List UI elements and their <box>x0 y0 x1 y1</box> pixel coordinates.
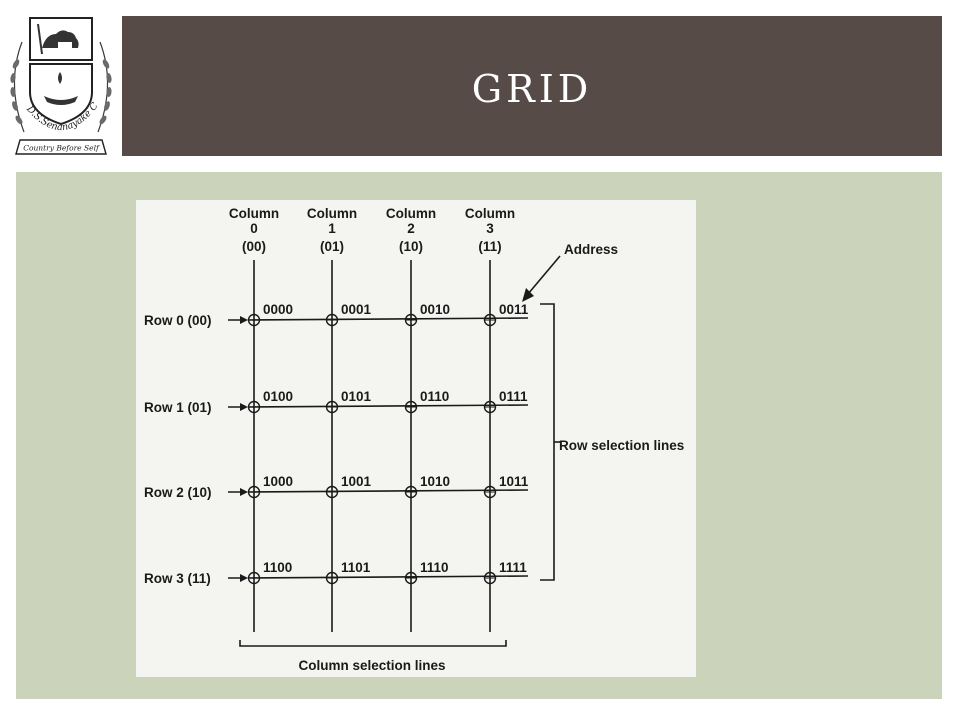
column-header-index: 1 <box>328 221 336 236</box>
row-label: Row 1 (01) <box>144 400 212 415</box>
row-selection-line <box>247 404 529 408</box>
cell-address: 1101 <box>341 560 371 575</box>
column-header-label: Column <box>465 206 515 221</box>
cell-address: 0110 <box>420 389 449 404</box>
row-selection-line <box>247 489 529 493</box>
row-label: Row 0 (00) <box>144 313 212 328</box>
cell-address: 1001 <box>341 474 372 489</box>
row-selection-label: Row selection lines <box>559 438 684 453</box>
cell-address: 1111 <box>499 560 527 575</box>
column-selection-bracket <box>239 640 507 647</box>
college-crest-icon: D.S.Senanayake College Country Before Se… <box>0 6 112 155</box>
crest-motto: Country Before Self <box>23 144 100 153</box>
row-arrowhead <box>240 574 248 582</box>
column-header-label: Column <box>307 206 357 221</box>
column-header-code: (01) <box>320 239 344 254</box>
cell-address: 1110 <box>420 560 449 575</box>
college-crest-logo: D.S.Senanayake College Country Before Se… <box>0 6 120 160</box>
cell-address: 0111 <box>499 389 528 404</box>
row-label: Row 2 (10) <box>144 485 212 500</box>
cell-address: 0010 <box>420 302 450 317</box>
column-header-label: Column <box>229 206 279 221</box>
column-header-code: (11) <box>478 239 501 254</box>
cell-address: 1000 <box>263 474 293 489</box>
row-selection-bracket <box>540 303 555 581</box>
slide-title-bar: GRID <box>122 16 942 156</box>
row-arrowhead <box>240 488 248 496</box>
slide-title: GRID <box>471 67 593 111</box>
cell-address: 1100 <box>263 560 292 575</box>
cell-address: 0000 <box>263 302 293 317</box>
cell-address: 0001 <box>341 302 372 317</box>
column-header-index: 0 <box>250 221 258 236</box>
row-selection-line <box>247 317 529 321</box>
row-arrowhead <box>240 316 248 324</box>
cell-address: 0101 <box>341 389 372 404</box>
cell-address: 0011 <box>499 302 529 317</box>
cell-address: 0100 <box>263 389 293 404</box>
column-selection-label: Column selection lines <box>298 658 445 673</box>
address-callout-arrow <box>527 255 561 295</box>
address-callout-label: Address <box>564 242 618 257</box>
column-header-label: Column <box>386 206 436 221</box>
row-label: Row 3 (11) <box>144 571 211 586</box>
address-arrowhead <box>522 288 534 302</box>
column-header-index: 3 <box>486 221 494 236</box>
cell-address: 1010 <box>420 474 450 489</box>
row-selection-line <box>247 575 529 579</box>
cell-address: 1011 <box>499 474 529 489</box>
column-header-code: (00) <box>242 239 266 254</box>
column-header-code: (10) <box>399 239 423 254</box>
row-arrowhead <box>240 403 248 411</box>
column-header-index: 2 <box>407 221 415 236</box>
memory-grid-svg: Column0(00)Column1(01)Column2(10)Column3… <box>144 206 684 673</box>
